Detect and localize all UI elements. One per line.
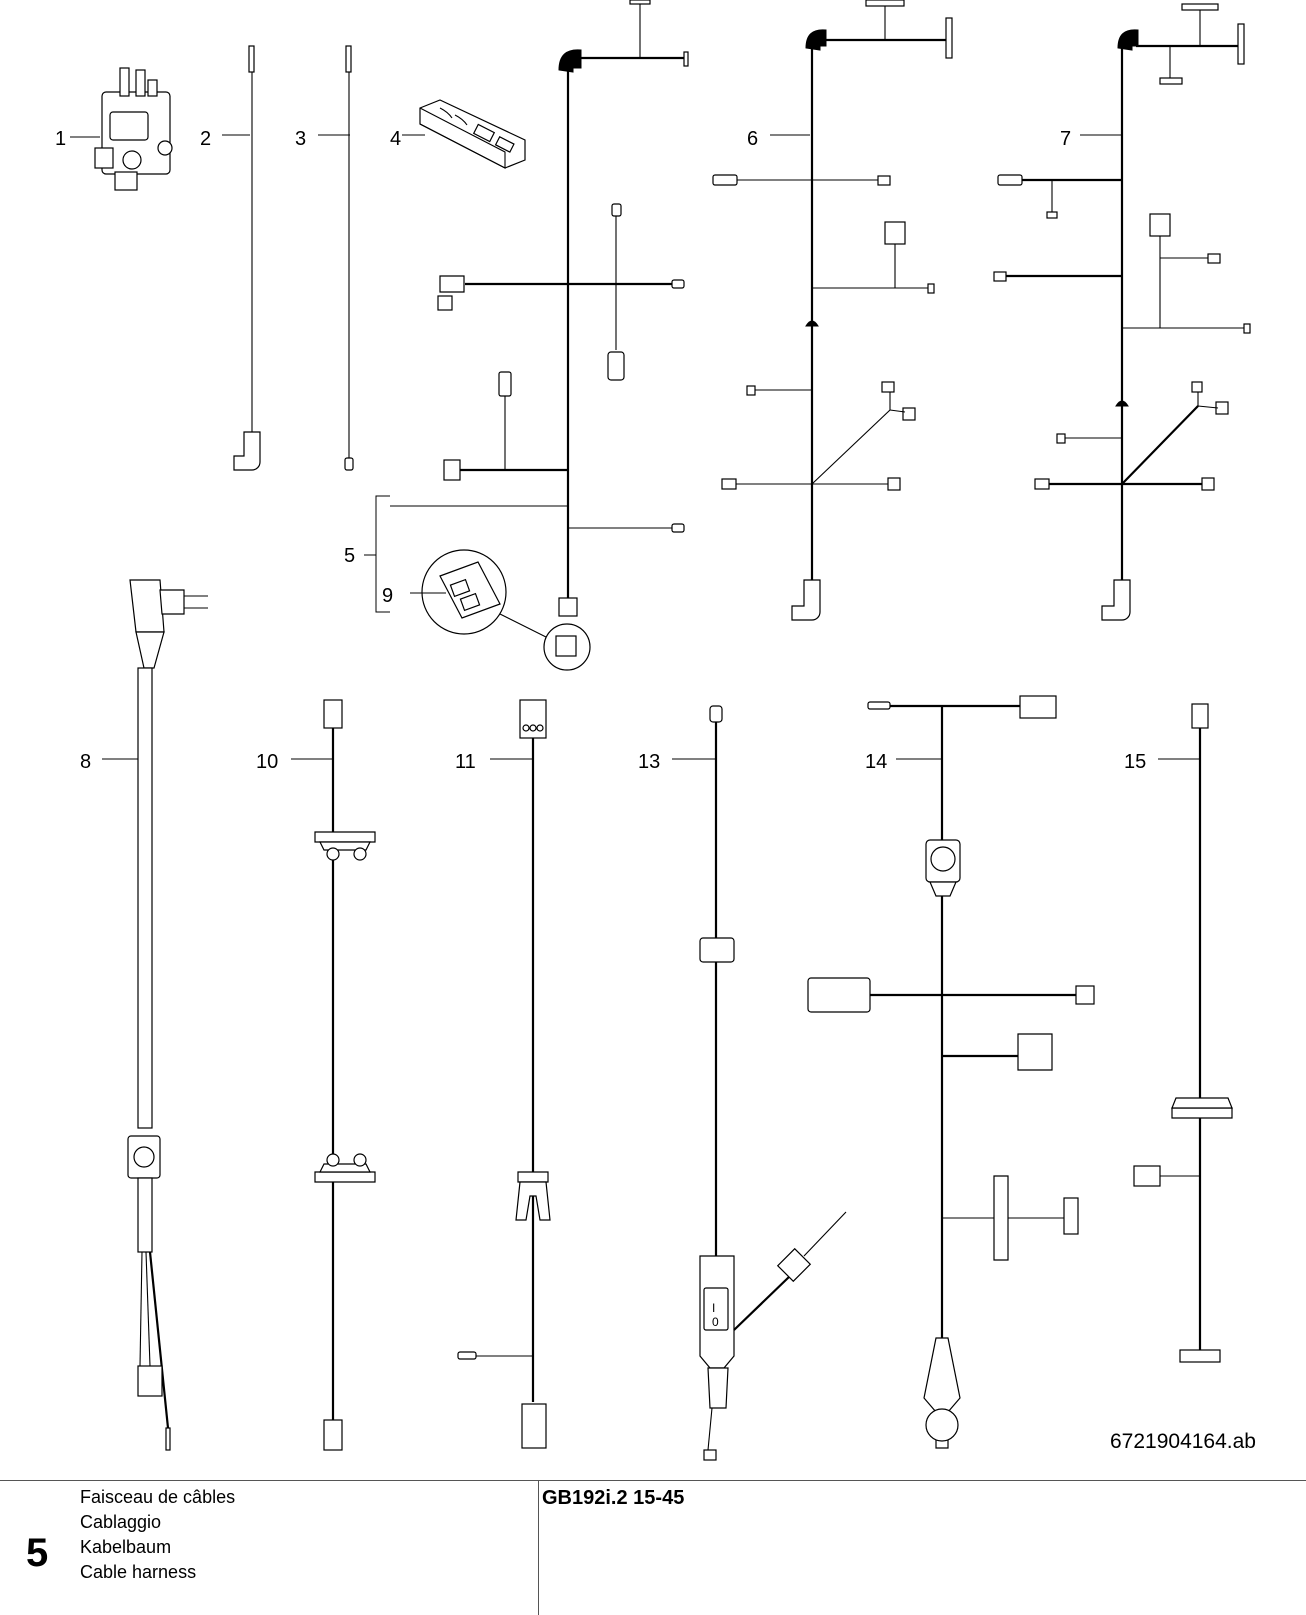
part-15-harness xyxy=(1133,703,1233,1363)
callout-1: 1 xyxy=(55,128,66,150)
exploded-parts-diagram: 1 2 3 4 xyxy=(55,0,1251,1461)
part-3-cable xyxy=(318,45,354,471)
callout-2: 2 xyxy=(200,128,211,150)
callout-9: 9 xyxy=(382,585,393,607)
callout-6: 6 xyxy=(747,128,758,150)
callout-10: 10 xyxy=(256,751,278,773)
caption-block: Faisceau de câbles Cablaggio Kabelbaum C… xyxy=(80,1485,235,1585)
part-1-switch-block xyxy=(70,67,173,191)
part-14-harness xyxy=(807,695,1095,1449)
caption-german: Kabelbaum xyxy=(80,1537,172,1557)
part-4-connector-strip xyxy=(402,99,526,169)
callout-14: 14 xyxy=(865,751,887,773)
part-10-harness xyxy=(291,699,376,1451)
part-5-main-harness xyxy=(364,0,689,671)
caption-italian: Cablaggio xyxy=(80,1512,162,1532)
model-name: GB192i.2 15-45 xyxy=(542,1487,685,1509)
callout-5: 5 xyxy=(344,545,355,567)
part-7-harness xyxy=(993,3,1251,621)
footer: 5 Faisceau de câbles Cablaggio Kabelbaum… xyxy=(0,1480,1306,1615)
callout-7: 7 xyxy=(1060,128,1071,150)
caption-english: Cable harness xyxy=(80,1562,197,1582)
switch-label-off: 0 xyxy=(712,1315,719,1329)
caption-french: Faisceau de câbles xyxy=(80,1487,236,1507)
figure-number: 5 xyxy=(26,1531,49,1575)
switch-label-on: I xyxy=(712,1301,715,1315)
document-id: 6721904164.ab xyxy=(1110,1430,1256,1453)
callout-11: 11 xyxy=(455,751,476,773)
part-6-harness xyxy=(712,0,953,621)
callout-15: 15 xyxy=(1124,751,1146,773)
callout-3: 3 xyxy=(295,128,306,150)
part-13-switch-harness: I 0 xyxy=(672,705,847,1461)
callout-13: 13 xyxy=(638,751,660,773)
callout-4: 4 xyxy=(390,128,401,150)
callout-8: 8 xyxy=(80,751,91,773)
footer-divider xyxy=(538,1481,539,1615)
part-2-cable xyxy=(222,45,261,471)
part-11-harness xyxy=(457,699,551,1449)
part-8-mains-cable xyxy=(102,579,208,1451)
